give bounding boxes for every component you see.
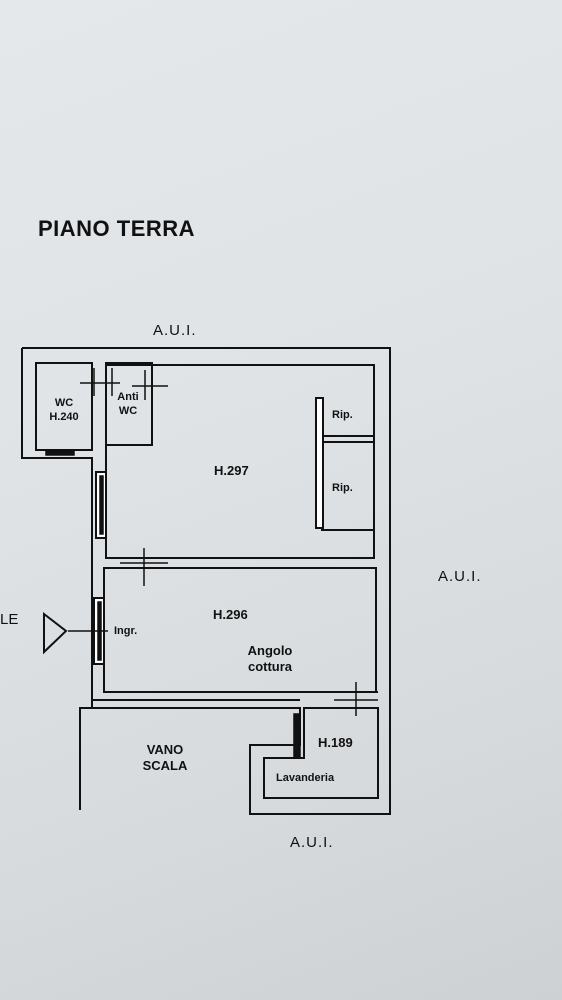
rip1-label: Rip. (332, 409, 353, 421)
kitchen-line1: Angolo (247, 643, 293, 658)
stair-label: VANO SCALA (132, 742, 198, 774)
rip1-closet (322, 364, 375, 437)
kitchen-label: Angolo cottura (240, 643, 300, 675)
door-leaf (99, 475, 104, 535)
wc-room (35, 362, 93, 451)
stair-line1: VANO (146, 742, 184, 757)
wc-height: H.240 (49, 411, 79, 423)
kitchen-line2: cottura (247, 659, 293, 674)
door-leaf (293, 713, 301, 759)
laundry-label: Lavanderia (276, 772, 335, 784)
wc-name: WC (54, 397, 74, 409)
antiwc-room (105, 362, 153, 446)
stair-line2: SCALA (142, 758, 188, 773)
neighbor-label-right: A.U.I. (438, 568, 482, 585)
outer-wall (22, 347, 391, 815)
entrance-label: Ingr. (114, 625, 138, 637)
plan-title: PIANO TERRA (38, 216, 196, 241)
wc-label: WC H.240 (40, 396, 88, 424)
laundry-height: H.189 (318, 735, 353, 750)
antiwc-label: Anti WC (108, 390, 148, 418)
wardrobe-wall (315, 397, 324, 529)
living-room-height: H.296 (213, 607, 248, 622)
outer-wall-left (21, 348, 93, 708)
door-leaf (45, 449, 75, 456)
entrance-arrow-icon (43, 611, 68, 655)
neighbor-label-top: A.U.I. (153, 322, 197, 339)
edge-text-fragment: LE (0, 611, 19, 628)
main-room-height: H.297 (214, 463, 249, 478)
antiwc-line2: WC (118, 405, 138, 417)
rip2-label: Rip. (332, 482, 353, 494)
neighbor-label-bottom: A.U.I. (290, 834, 334, 851)
antiwc-line1: Anti (117, 391, 139, 403)
laundry-room (263, 707, 379, 799)
